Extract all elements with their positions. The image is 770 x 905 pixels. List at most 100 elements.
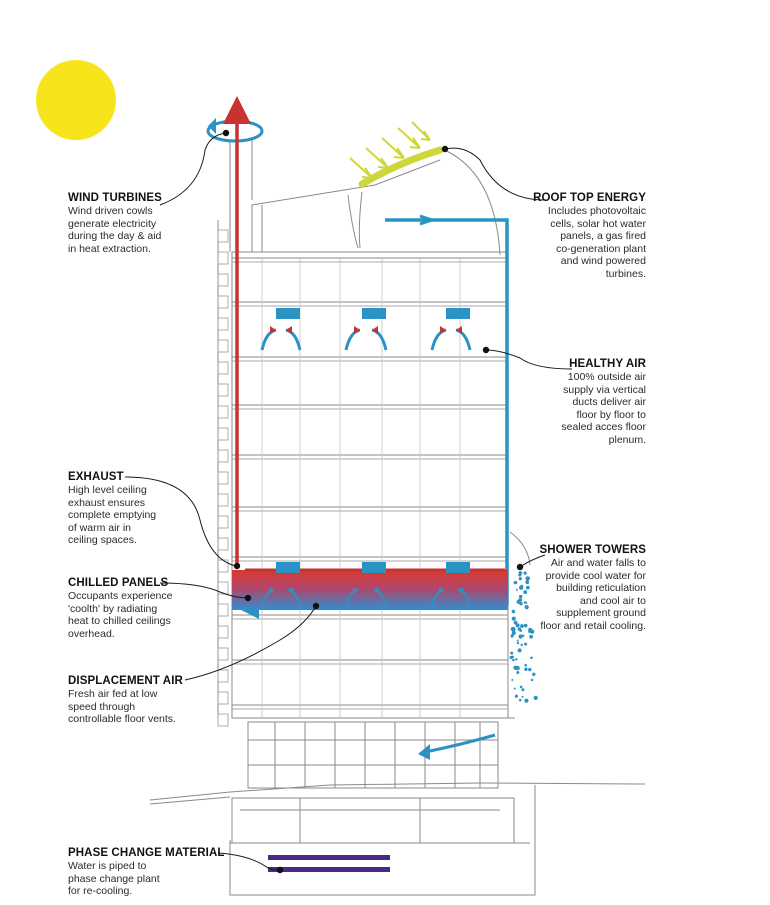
roof-top-energy-title: ROOF TOP ENERGY xyxy=(533,192,646,204)
facade-fin xyxy=(217,383,229,397)
exhaust-line-1: High level ceiling xyxy=(68,484,147,496)
shower-tower-droplets xyxy=(509,571,538,703)
healthy-air-line-5: sealed acces floor xyxy=(561,421,646,434)
roof-top-energy-line-3: panels, a gas fired xyxy=(560,230,646,243)
water-droplet xyxy=(519,594,523,599)
shower-towers-title: SHOWER TOWERS xyxy=(539,544,646,556)
water-droplet xyxy=(515,623,520,628)
water-droplet xyxy=(518,698,522,702)
water-droplet xyxy=(514,694,519,698)
displacement-arrow-head xyxy=(439,587,444,593)
displacement-air-title: DISPLACEMENT AIR xyxy=(68,675,183,687)
facade-fin xyxy=(217,273,229,287)
shower-towers-line-1: Air and water falls to xyxy=(550,557,646,569)
facade-fin xyxy=(217,229,229,243)
supply-air-arrow xyxy=(344,328,361,351)
water-droplet xyxy=(520,643,523,647)
chilled-panels-title: CHILLED PANELS xyxy=(68,577,169,589)
facade-fin xyxy=(217,625,229,639)
water-droplet xyxy=(511,655,514,659)
supply-air-arrow-head xyxy=(372,326,378,334)
facade-fin xyxy=(217,537,229,551)
water-droplet xyxy=(511,631,516,635)
leader-dots xyxy=(222,129,524,874)
displacement-air-arrows xyxy=(261,587,471,607)
exhaust-line-2: exhaust ensures xyxy=(68,496,146,509)
exhaust-title: EXHAUST xyxy=(68,471,124,483)
water-droplet xyxy=(522,634,525,637)
water-droplet xyxy=(521,688,525,692)
facade-fin xyxy=(217,317,229,331)
displacement-air-line-2: speed through xyxy=(68,700,136,713)
displacement-arrow-head xyxy=(269,587,274,593)
roof-structure xyxy=(229,140,501,256)
water-droplet xyxy=(525,585,530,590)
water-droplet xyxy=(528,627,532,632)
phase-change-line-3: for re-cooling. xyxy=(68,885,133,898)
supply-air-arrow-head xyxy=(440,326,446,334)
water-droplet xyxy=(523,623,528,628)
phase-change-line-1: Water is piped to xyxy=(68,860,147,872)
water-droplet xyxy=(510,634,514,637)
water-droplet xyxy=(510,626,516,632)
wind-turbines-line-2: generate electricity xyxy=(68,217,157,230)
water-droplet xyxy=(517,627,522,631)
chilled-panels-callout: CHILLED PANELS Occupants experience 'coo… xyxy=(68,576,172,640)
wind-turbines-callout: WIND TURBINES Wind driven cowls generate… xyxy=(68,191,162,255)
roof-top-energy-line-1: Includes photovoltaic xyxy=(547,205,646,217)
water-droplet xyxy=(511,616,516,621)
water-droplet xyxy=(516,639,519,642)
displacement-air-line-3: controllable floor vents. xyxy=(68,713,176,726)
chilled-panels-line-3: heat to chilled ceilings xyxy=(68,615,171,628)
water-droplet xyxy=(513,620,518,625)
chilled-panels-line-2: 'coolth' by radiating xyxy=(68,602,158,615)
shower-towers-line-3: building reticulation xyxy=(556,582,646,595)
shower-towers-line-5: supplement ground xyxy=(556,607,646,620)
wind-turbines-line-3: during the day & aid xyxy=(68,230,162,243)
water-droplet xyxy=(514,581,518,584)
supply-air-arrow-head xyxy=(354,326,360,334)
water-droplet xyxy=(529,634,533,639)
water-droplet xyxy=(515,658,518,661)
displacement-arrow-head xyxy=(353,587,358,593)
wind-turbines-line-4: in heat extraction. xyxy=(68,242,151,255)
water-droplet xyxy=(524,663,527,667)
phase-change-material-callout: PHASE CHANGE MATERIAL Water is piped to … xyxy=(68,846,225,898)
water-droplet xyxy=(520,584,524,588)
roof-top-energy-line-4: co-generation plant xyxy=(556,242,646,255)
facade-fin xyxy=(217,295,229,309)
leader-lines xyxy=(124,132,573,871)
facade-fin xyxy=(217,405,229,419)
tower-facade xyxy=(217,220,515,719)
water-droplet xyxy=(533,695,538,701)
water-droplet xyxy=(528,667,532,672)
water-droplet xyxy=(525,576,530,581)
facade-fin xyxy=(217,251,229,265)
healthy-air-vents xyxy=(276,308,470,319)
sun-icon xyxy=(36,60,116,140)
water-droplet xyxy=(510,651,514,655)
chilled-panels-line-4: overhead. xyxy=(68,627,115,640)
exhaust-line-5: ceiling spaces. xyxy=(68,534,137,547)
displacement-arrow-head xyxy=(458,587,463,593)
water-droplet xyxy=(516,641,520,645)
displacement-air-callout: DISPLACEMENT AIR Fresh air fed at low sp… xyxy=(68,674,183,726)
supply-air-arrow-head xyxy=(286,326,292,334)
healthy-air-flow-arrows xyxy=(260,326,472,351)
shower-outflow-head xyxy=(418,744,430,760)
supply-air-arrow xyxy=(260,328,277,351)
supply-air-arrow xyxy=(430,328,447,351)
supply-air-arrow-head xyxy=(456,326,462,334)
facade-fin xyxy=(217,493,229,507)
water-droplet xyxy=(515,665,520,671)
shower-tower-hood xyxy=(509,531,531,566)
supply-air-arrow xyxy=(285,328,302,351)
shower-towers-line-2: provide cool water for xyxy=(545,569,646,582)
facade-fin xyxy=(217,449,229,463)
water-droplet xyxy=(521,695,524,698)
facade-fin xyxy=(217,515,229,529)
window-mullions xyxy=(261,258,461,718)
facade-fin xyxy=(217,713,229,727)
